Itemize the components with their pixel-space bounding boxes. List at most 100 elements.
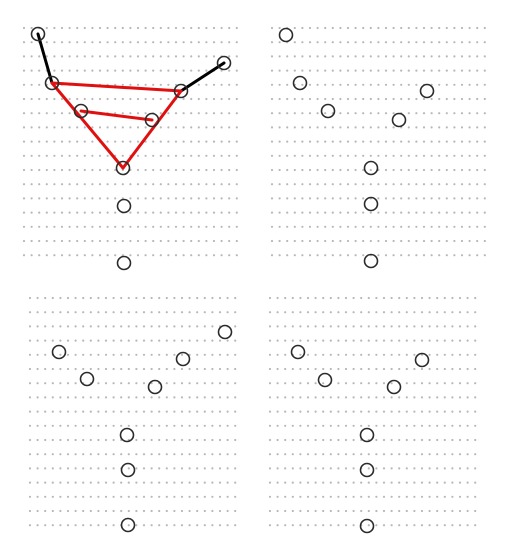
- grid-dot: [98, 26, 102, 30]
- grid-dot: [352, 296, 355, 300]
- grid-dot: [453, 211, 456, 214]
- grid-dot: [392, 112, 395, 115]
- panel-top-right-keypoint-6: [363, 253, 379, 269]
- grid-dot: [106, 97, 109, 101]
- grid-dot: [142, 311, 146, 314]
- grid-dot: [45, 168, 48, 172]
- grid-dot: [150, 311, 153, 314]
- grid-dot: [436, 396, 439, 399]
- grid-dot: [97, 524, 100, 527]
- grid-dot: [68, 168, 71, 172]
- grid-dot: [211, 296, 214, 300]
- grid-dot: [167, 254, 170, 257]
- grid-dot: [405, 509, 408, 513]
- grid-dot: [314, 495, 317, 498]
- grid-dot: [98, 69, 102, 72]
- grid-dot: [428, 467, 431, 470]
- grid-dot: [173, 424, 176, 427]
- grid-dot: [420, 438, 424, 442]
- grid-dot: [407, 154, 410, 157]
- grid-dot: [120, 481, 123, 484]
- grid-dot: [276, 481, 279, 484]
- grid-dot: [293, 69, 296, 72]
- grid-dot: [422, 197, 426, 200]
- grid-dot: [308, 211, 312, 214]
- grid-dot: [483, 140, 486, 143]
- grid-dot: [196, 367, 199, 371]
- grid-dot: [59, 410, 62, 413]
- grid-dot: [293, 41, 296, 44]
- grid-dot: [235, 55, 238, 58]
- grid-dot: [150, 339, 153, 342]
- grid-dot: [422, 97, 426, 101]
- grid-dot: [129, 225, 132, 228]
- grid-dot: [407, 83, 410, 86]
- grid-dot: [468, 41, 471, 44]
- grid-dot: [476, 254, 479, 257]
- grid-dot: [188, 382, 191, 385]
- grid-dot: [36, 481, 39, 484]
- grid-dot: [458, 296, 462, 300]
- grid-dot: [44, 325, 47, 328]
- grid-dot: [346, 254, 350, 257]
- grid-dot: [89, 509, 92, 513]
- grid-dot: [197, 69, 200, 72]
- grid-dot: [38, 211, 41, 214]
- grid-dot: [382, 509, 386, 513]
- grid-dot: [142, 453, 146, 456]
- grid-dot: [197, 83, 200, 86]
- grid-dot: [136, 55, 140, 58]
- grid-dot: [384, 225, 388, 228]
- grid-dot: [167, 112, 170, 115]
- grid-dot: [205, 69, 208, 72]
- grid-dot: [270, 140, 274, 143]
- grid-dot: [360, 481, 363, 484]
- grid-dot: [174, 41, 178, 44]
- grid-dot: [458, 495, 462, 498]
- grid-dot: [211, 438, 214, 442]
- panel-top-right-keypoint-5: [363, 196, 379, 212]
- grid-dot: [135, 481, 138, 484]
- grid-dot: [362, 126, 365, 129]
- grid-dot: [344, 339, 348, 342]
- grid-dot: [76, 126, 79, 129]
- grid-dot: [44, 382, 47, 385]
- grid-dot: [443, 339, 446, 342]
- grid-dot: [235, 154, 238, 157]
- grid-dot: [299, 311, 302, 314]
- grid-dot: [211, 495, 214, 498]
- grid-dot: [268, 438, 272, 442]
- grid-dot: [203, 438, 206, 442]
- grid-dot: [367, 325, 370, 328]
- grid-dot: [451, 438, 454, 442]
- grid-dot: [44, 481, 47, 484]
- grid-dot: [360, 410, 363, 413]
- grid-dot: [203, 410, 206, 413]
- grid-dot: [173, 296, 176, 300]
- panel-bottom-left-keypoint-1: [51, 344, 67, 360]
- grid-dot: [22, 168, 26, 172]
- grid-dot: [60, 41, 64, 44]
- grid-dot: [375, 509, 378, 513]
- grid-dot: [51, 438, 54, 442]
- grid-dot: [390, 424, 393, 427]
- grid-dot: [234, 509, 237, 513]
- grid-dot: [159, 55, 162, 58]
- grid-dot: [97, 339, 100, 342]
- grid-dot: [322, 509, 325, 513]
- grid-dot: [468, 168, 471, 172]
- grid-dot: [369, 26, 372, 30]
- grid-dot: [344, 509, 348, 513]
- grid-dot: [460, 140, 464, 143]
- grid-dot: [76, 55, 79, 58]
- grid-dot: [377, 41, 380, 44]
- grid-dot: [220, 197, 223, 200]
- grid-dot: [74, 481, 77, 484]
- grid-dot: [458, 339, 462, 342]
- grid-dot: [135, 311, 138, 314]
- grid-dot: [286, 183, 289, 186]
- grid-dot: [293, 55, 296, 58]
- grid-dot: [180, 524, 184, 527]
- grid-dot: [337, 495, 340, 498]
- grid-dot: [159, 168, 162, 172]
